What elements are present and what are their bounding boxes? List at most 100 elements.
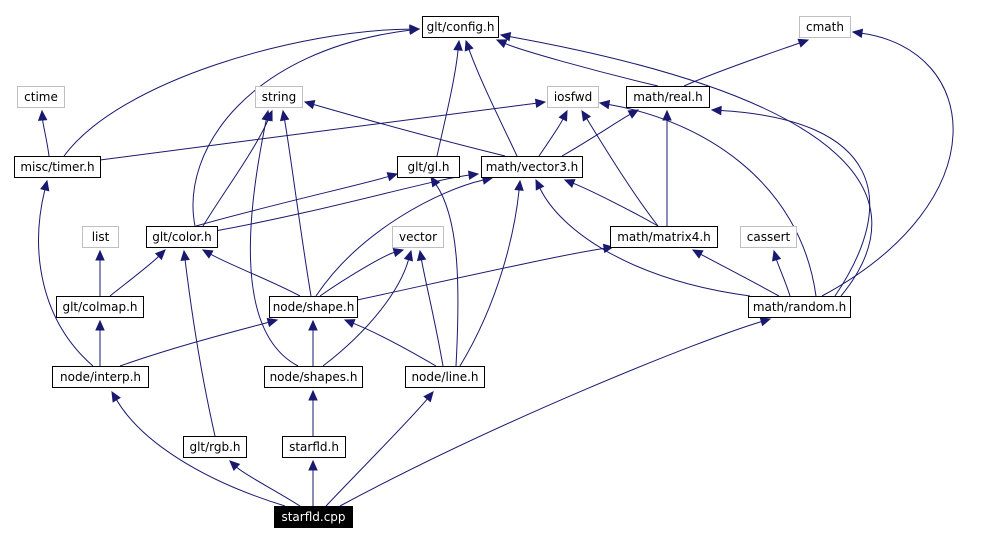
edge-arrowhead <box>581 109 592 122</box>
node-vector3[interactable]: math/vector3.h <box>481 156 583 178</box>
node-label: string <box>262 90 296 104</box>
node-iosfwd: iosfwd <box>547 86 599 108</box>
edges-layer <box>37 24 954 507</box>
edge-starfld-to-random <box>339 317 772 507</box>
edge-starfld-to-starfldh <box>308 459 318 506</box>
edge-rgb-to-color <box>180 249 216 437</box>
node-box <box>282 436 346 458</box>
edge-line <box>608 104 817 297</box>
edge-arrowhead <box>558 109 568 122</box>
edge-arrowhead <box>403 249 414 262</box>
edge-line <box>184 259 216 437</box>
node-box <box>56 296 144 318</box>
edge-arrowhead <box>797 38 810 48</box>
node-shape[interactable]: node/shape.h <box>269 296 358 318</box>
edge-arrowhead <box>563 179 576 188</box>
node-list: list <box>82 226 119 248</box>
edge-line <box>236 466 301 507</box>
edge-arrowhead <box>416 249 427 262</box>
edge-real-to-cmath <box>683 38 810 87</box>
node-box <box>740 226 797 248</box>
node-timer[interactable]: misc/timer.h <box>14 156 101 178</box>
edge-color-to-gl <box>195 172 399 227</box>
node-real[interactable]: math/real.h <box>626 86 710 108</box>
node-rgb[interactable]: glt/rgb.h <box>183 436 247 458</box>
edge-gl-to-config <box>436 39 463 157</box>
edge-random-to-vector3 <box>535 178 751 297</box>
node-label: starfld.h <box>289 440 339 454</box>
edge-line <box>99 102 537 161</box>
edge-random-to-matrix4 <box>691 249 780 297</box>
node-label: glt/colmap.h <box>62 300 137 314</box>
node-config[interactable]: glt/config.h <box>422 16 499 38</box>
edge-line <box>356 247 605 301</box>
node-box <box>17 86 65 108</box>
edge-arrowhead <box>759 317 772 327</box>
edge-line <box>683 42 800 87</box>
edge-line <box>468 49 518 157</box>
edge-timer-to-iosfwd <box>99 98 547 161</box>
edge-arrowhead <box>154 249 166 261</box>
node-box <box>610 226 718 248</box>
node-box <box>547 86 599 108</box>
edge-line <box>821 32 954 297</box>
edge-line <box>435 184 459 367</box>
edge-line <box>63 28 411 157</box>
node-label: node/shapes.h <box>270 370 358 384</box>
node-label: iosfwd <box>554 90 592 104</box>
edge-arrowhead <box>691 249 704 259</box>
node-box <box>422 16 499 38</box>
node-shapes[interactable]: node/shapes.h <box>264 366 363 388</box>
edge-arrowhead <box>464 39 474 52</box>
node-matrix4[interactable]: math/matrix4.h <box>610 226 718 248</box>
node-box <box>255 86 303 108</box>
node-label: cassert <box>747 230 791 244</box>
edge-matrix4-to-vector3 <box>563 179 659 227</box>
edge-arrowhead <box>180 249 190 262</box>
edge-timer-to-config <box>63 24 421 157</box>
node-label: math/random.h <box>753 300 846 314</box>
node-color[interactable]: glt/color.h <box>146 226 218 248</box>
node-string: string <box>255 86 303 108</box>
node-box <box>82 226 119 248</box>
node-line[interactable]: node/line.h <box>405 366 485 388</box>
edge-line <box>195 176 389 227</box>
edge-arrowhead <box>430 175 441 188</box>
node-label: math/vector3.h <box>486 160 579 174</box>
edge-starfldh-to-shapes <box>308 389 318 436</box>
edge-shapes-to-string <box>249 109 299 367</box>
edge-arrowhead <box>111 390 121 403</box>
edge-line <box>509 36 873 297</box>
edge-line <box>505 43 659 87</box>
edge-colmap-to-list <box>95 249 105 296</box>
node-box <box>183 436 247 458</box>
edge-line <box>249 119 299 367</box>
edge-line <box>313 104 506 157</box>
edge-line <box>700 253 780 297</box>
node-label: misc/timer.h <box>20 160 94 174</box>
node-gl[interactable]: glt/gl.h <box>397 156 460 178</box>
node-random[interactable]: math/random.h <box>748 296 851 318</box>
edge-matrix4-to-iosfwd <box>581 109 659 227</box>
edge-line <box>109 256 159 297</box>
edge-arrowhead <box>303 100 316 110</box>
node-label: node/interp.h <box>60 370 141 384</box>
node-label: vector <box>399 230 437 244</box>
node-box <box>392 226 444 248</box>
edge-line <box>319 251 395 297</box>
edge-random-to-real <box>710 105 871 297</box>
node-starfld[interactable]: starfld.cpp <box>274 506 353 528</box>
node-box <box>405 366 485 388</box>
edge-interp-to-shape <box>119 317 279 367</box>
edge-vector3-to-real <box>561 109 640 157</box>
node-interp[interactable]: node/interp.h <box>52 366 149 388</box>
node-starfldh[interactable]: starfld.h <box>282 436 346 458</box>
edge-vector3-to-iosfwd <box>538 109 568 157</box>
node-label: node/shape.h <box>273 300 355 314</box>
edge-arrowhead <box>343 319 356 328</box>
node-colmap[interactable]: glt/colmap.h <box>56 296 144 318</box>
edge-arrowhead <box>308 459 318 471</box>
node-box <box>14 156 101 178</box>
edge-line <box>192 29 411 227</box>
